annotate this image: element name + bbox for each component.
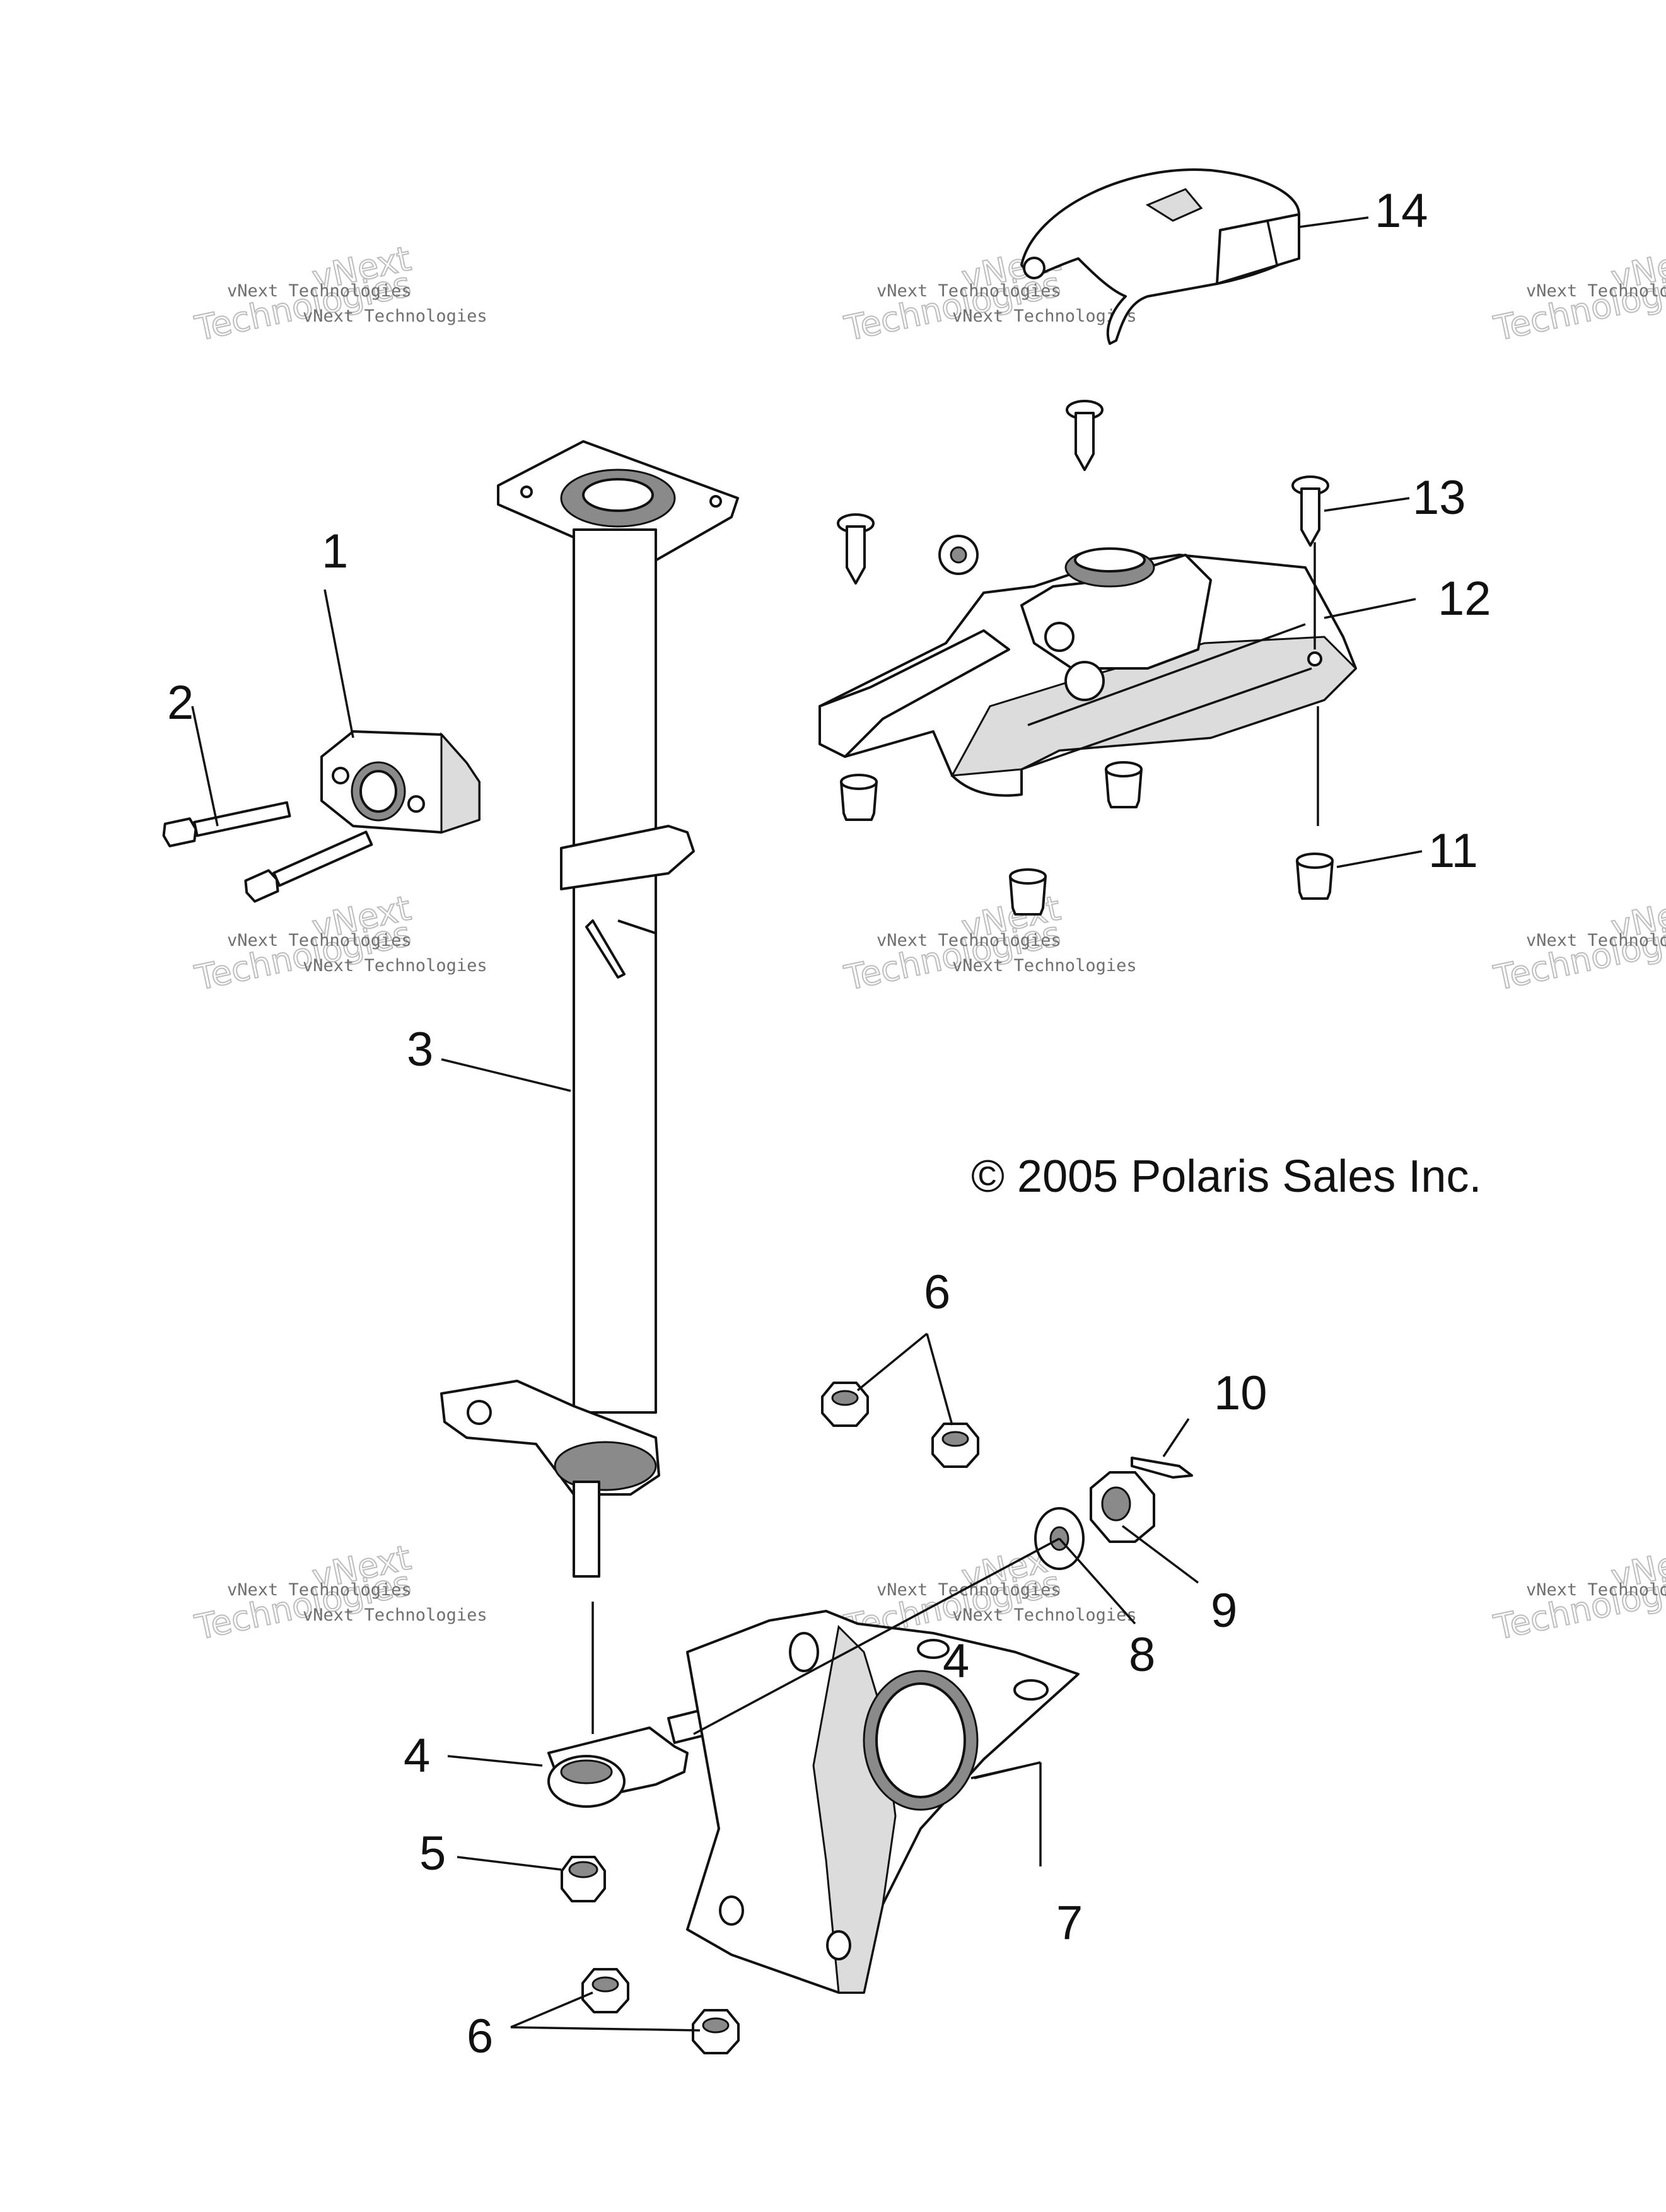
part-6-nuts — [581, 1382, 979, 2054]
callout-5: 5 — [419, 1827, 446, 1880]
callout-14: 14 — [1375, 184, 1428, 238]
callout-4: 4 — [404, 1729, 430, 1783]
svg-text:vNext Technologies: vNext Technologies — [877, 281, 1061, 301]
callout-8: 8 — [1129, 1628, 1155, 1682]
callout-6: 6 — [924, 1266, 950, 1319]
callout-12: 12 — [1438, 572, 1491, 626]
watermark: vNext Technologies vNext Technologies — [1490, 238, 1666, 349]
callout-9: 9 — [1211, 1584, 1237, 1638]
svg-text:vNext Technologies: vNext Technologies — [1526, 931, 1666, 950]
watermark: vNext Technologies vNext Technologies — [1490, 887, 1666, 999]
svg-text:vNext Technologies: vNext Technologies — [227, 281, 412, 301]
part-9-nut — [1090, 1471, 1155, 1543]
part-14-cover — [1020, 168, 1300, 345]
watermark: vNext Technologies vNext Technologies — [1490, 1537, 1666, 1648]
callout-11: 11 — [1428, 824, 1478, 878]
part-10-cotter-pin — [1131, 1457, 1193, 1479]
svg-text:vNext Technologies: vNext Technologies — [952, 306, 1137, 326]
svg-text:vNext Technologies: vNext Technologies — [877, 1580, 1061, 1600]
callout-10: 10 — [1214, 1366, 1267, 1420]
svg-text:vNext Technologies: vNext Technologies — [1526, 281, 1666, 301]
watermark: vNext Technologies vNext Technologies vN… — [191, 1537, 487, 1648]
svg-text:vNext Technologies: vNext Technologies — [303, 956, 487, 975]
watermark: vNext Technologies vNext Technologies vN… — [191, 238, 487, 349]
part-7-bracket — [686, 1610, 1080, 1994]
callout-1: 1 — [322, 525, 348, 578]
callout-6: 6 — [467, 2010, 493, 2063]
svg-text:vNext Technologies: vNext Technologies — [227, 1580, 412, 1600]
callout-4: 4 — [943, 1634, 969, 1688]
svg-text:vNext Technologies: vNext Technologies — [952, 1605, 1137, 1625]
callout-labels: 1 2 3 4 4 5 6 6 7 8 9 10 11 12 13 14 — [167, 184, 1491, 2063]
watermark: vNext Technologies vNext Technologies vN… — [841, 887, 1137, 999]
copyright-notice: © 2005 Polaris Sales Inc. — [971, 1151, 1481, 1202]
watermark-grid: vNext Technologies vNext Technologies vN… — [191, 238, 1666, 1648]
callout-3: 3 — [407, 1023, 433, 1076]
callout-13: 13 — [1413, 471, 1466, 525]
svg-text:vNext Technologies: vNext Technologies — [952, 956, 1137, 975]
part-4-tie-rod-end — [547, 1703, 731, 1808]
part-13-screws — [837, 400, 1329, 585]
part-11-nut-inserts — [840, 761, 1334, 916]
callout-7: 7 — [1056, 1896, 1083, 1950]
part-2-bolts — [162, 801, 373, 903]
svg-text:vNext Technologies: vNext Technologies — [303, 306, 487, 326]
svg-text:vNext Technologies: vNext Technologies — [303, 1605, 487, 1625]
svg-text:vNext Technologies: vNext Technologies — [877, 931, 1061, 950]
svg-text:vNext Technologies: vNext Technologies — [227, 931, 412, 950]
leader-lines — [191, 216, 1423, 2032]
svg-text:vNext Technologies: vNext Technologies — [1526, 1580, 1666, 1600]
callout-2: 2 — [167, 676, 194, 730]
part-5-nut — [561, 1856, 606, 1902]
watermark: vNext Technologies vNext Technologies vN… — [191, 887, 487, 999]
part-3-steering-post — [440, 440, 739, 1578]
part-1-clamp — [320, 730, 481, 834]
part-12-handlebar-mount — [818, 535, 1358, 797]
